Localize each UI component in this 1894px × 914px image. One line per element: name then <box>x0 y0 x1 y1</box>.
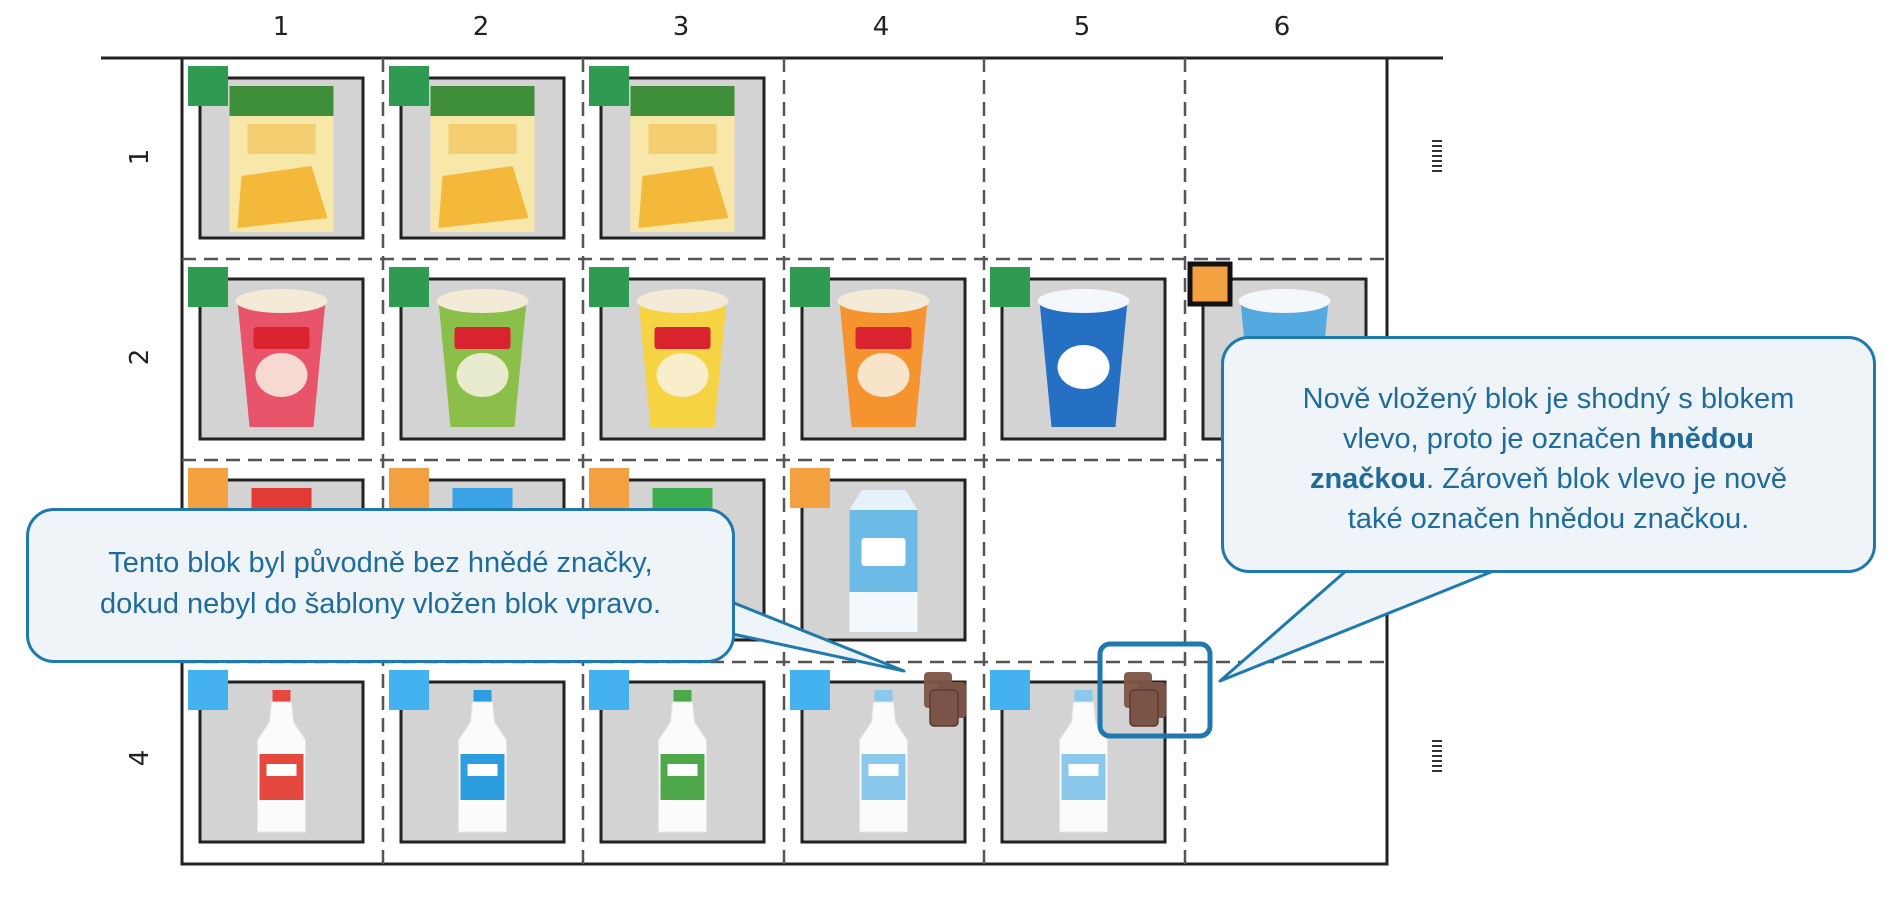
milk-bottle-icon <box>458 690 507 833</box>
milk-bottle-icon <box>1059 690 1108 833</box>
marker-blue-icon <box>188 670 228 710</box>
cell-r4c1[interactable] <box>188 670 365 844</box>
yogurt-cup-icon <box>636 289 729 427</box>
callout-left-line-1: Tento blok byl původně bez hnědé značky, <box>108 547 653 579</box>
marker-green-icon <box>990 267 1030 307</box>
brown-mark-icon <box>1124 672 1166 727</box>
cell-r4c4[interactable] <box>790 670 967 844</box>
callout-left: Tento blok byl původně bez hnědé značky,… <box>26 508 735 663</box>
column-number-1: 1 <box>273 12 290 42</box>
marker-green-icon <box>389 66 429 106</box>
column-number-4: 4 <box>873 12 890 42</box>
marker-orange-icon <box>589 468 629 508</box>
column-number-6: 6 <box>1274 12 1291 42</box>
marker-green-icon <box>589 66 629 106</box>
yogurt-cup-icon <box>837 289 930 427</box>
brown-mark-highlight <box>1097 641 1213 739</box>
yogurt-cup-icon <box>235 289 328 427</box>
callout-right-line-3-text: . Zároveň blok vlevo je nově <box>1425 463 1788 495</box>
marker-blue-icon <box>389 670 429 710</box>
callout-right-line-3: značkou. Zároveň blok vlevo je nově <box>1224 459 1873 499</box>
row-number-1: 1 <box>125 149 155 166</box>
cell-r2c2[interactable] <box>389 267 566 441</box>
callout-right-line-2-text: vlevo, proto je označen <box>1342 423 1650 455</box>
marker-selected-icon[interactable] <box>1187 261 1233 307</box>
marker-green-icon <box>188 66 228 106</box>
marker-green-icon <box>188 267 228 307</box>
cell-r3c4[interactable] <box>790 468 967 642</box>
marker-blue-icon <box>990 670 1030 710</box>
callout-right-line-4: také označen hnědou značkou. <box>1347 503 1750 535</box>
marker-green-icon <box>790 267 830 307</box>
marker-orange-icon <box>790 468 830 508</box>
callout-right-line-1: Nově vložený blok je shodný s blokem <box>1302 383 1795 415</box>
cell-r4c2[interactable] <box>389 670 566 844</box>
marker-blue-icon <box>589 670 629 710</box>
marker-green-icon <box>589 267 629 307</box>
callout-right-bold-znackou: značkou <box>1309 463 1426 495</box>
cell-r2c4[interactable] <box>790 267 967 441</box>
callout-left-line-2: dokud nebyl do šablony vložen blok vprav… <box>99 588 662 620</box>
cell-r4c3[interactable] <box>589 670 766 844</box>
cell-r2c5[interactable] <box>990 267 1167 441</box>
callout-right-bold-hnedou: hnědou <box>1649 423 1754 455</box>
row-number-4: 4 <box>125 750 155 767</box>
cell-r2c1[interactable] <box>188 267 365 441</box>
cell-r2c3[interactable] <box>589 267 766 441</box>
callout-right-line-2: vlevo, proto je označen hnědou <box>1224 419 1873 459</box>
marker-orange-icon <box>389 468 429 508</box>
yogurt-blue-icon <box>1037 289 1130 427</box>
callout-left-pointer <box>727 601 906 673</box>
cell-r4c5[interactable] <box>990 670 1167 844</box>
cheese-icon <box>229 86 334 232</box>
marker-blue-icon <box>790 670 830 710</box>
cheese-icon <box>630 86 735 232</box>
yogurt-cup-icon <box>436 289 529 427</box>
cell-r1c1[interactable] <box>188 66 365 240</box>
cell-r1c3[interactable] <box>589 66 766 240</box>
cheese-icon <box>430 86 535 232</box>
milk-bottle-icon <box>859 690 908 833</box>
column-number-2: 2 <box>473 12 490 42</box>
callout-right: Nově vložený blok je shodný s blokem vle… <box>1221 336 1876 573</box>
column-number-3: 3 <box>673 12 690 42</box>
cell-r1c2[interactable] <box>389 66 566 240</box>
milk-carton-icon <box>849 490 918 632</box>
row-number-2: 2 <box>125 349 155 366</box>
right-ticks-row-1 <box>1432 140 1442 172</box>
marker-orange-icon <box>188 468 228 508</box>
right-ticks-row-4 <box>1432 740 1442 772</box>
milk-bottle-icon <box>257 690 306 833</box>
marker-green-icon <box>389 267 429 307</box>
callout-right-pointer <box>1218 568 1497 683</box>
milk-bottle-icon <box>658 690 707 833</box>
brown-mark-icon <box>924 672 966 727</box>
column-number-5: 5 <box>1074 12 1091 42</box>
